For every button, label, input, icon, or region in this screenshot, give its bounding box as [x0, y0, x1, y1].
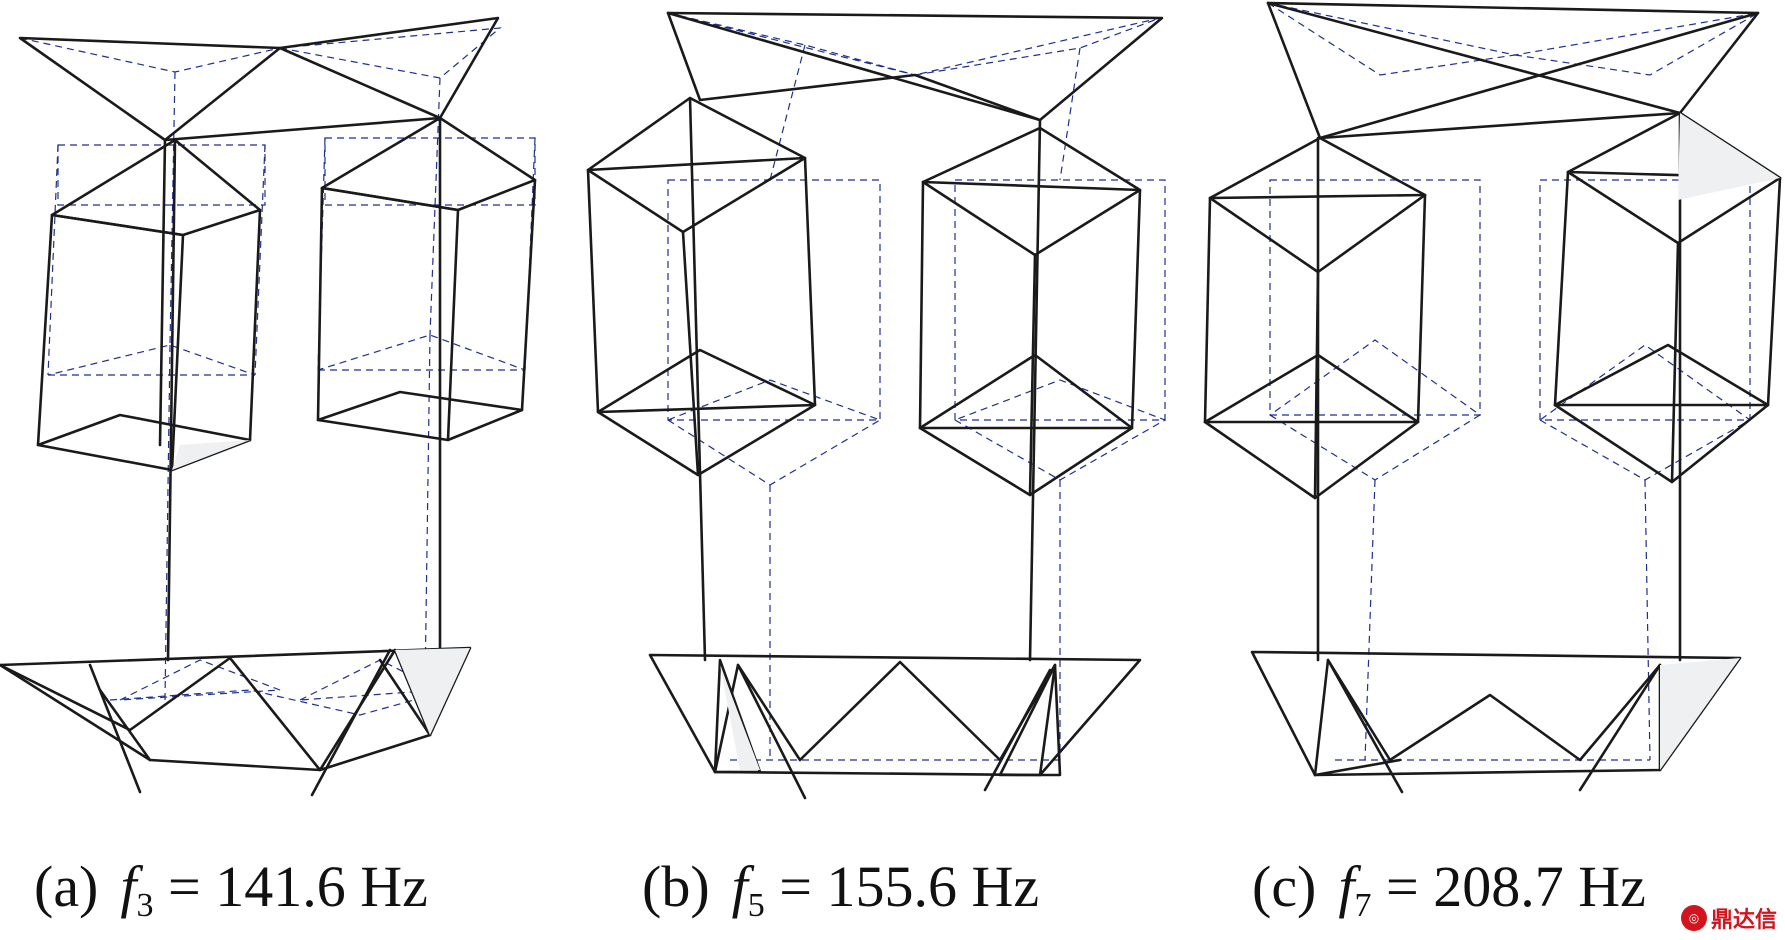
shaded-face-a2 [172, 440, 250, 470]
caption-label: (c) [1252, 854, 1317, 919]
deformed-shape-b [586, 11, 1164, 800]
shaded-face-a [395, 648, 470, 735]
mode-shape-panel-a [0, 16, 537, 797]
shaded-face-c2 [1678, 113, 1780, 200]
mode-shape-panel-b [586, 11, 1167, 800]
caption-symbol: f [120, 854, 137, 919]
caption-value: = 155.6 Hz [779, 854, 1040, 919]
caption-panel-b: (b)f5 = 155.6 Hz [642, 858, 1039, 923]
caption-value: = 208.7 Hz [1386, 854, 1646, 919]
caption-symbol: f [731, 854, 748, 919]
watermark-icon: ◎ [1680, 905, 1707, 931]
watermark-logo: ◎ 鼎达信 [1680, 902, 1777, 934]
deformed-shape-a [0, 16, 537, 797]
caption-symbol: f [1338, 854, 1355, 919]
caption-panel-a: (a)f3 = 141.6 Hz [34, 858, 428, 923]
caption-label: (b) [642, 854, 710, 919]
caption-label: (a) [34, 854, 99, 919]
shaded-face-b [720, 665, 760, 770]
caption-mode-index: 7 [1354, 887, 1372, 924]
caption-mode-index: 3 [136, 887, 154, 924]
shaded-face-c [1660, 658, 1740, 770]
watermark-text: 鼎达信 [1710, 908, 1777, 933]
caption-panel-c: (c)f7 = 208.7 Hz [1252, 858, 1646, 923]
mode-shape-panel-c [1203, 1, 1782, 794]
caption-value: = 141.6 Hz [168, 854, 428, 919]
caption-mode-index: 5 [747, 887, 765, 924]
